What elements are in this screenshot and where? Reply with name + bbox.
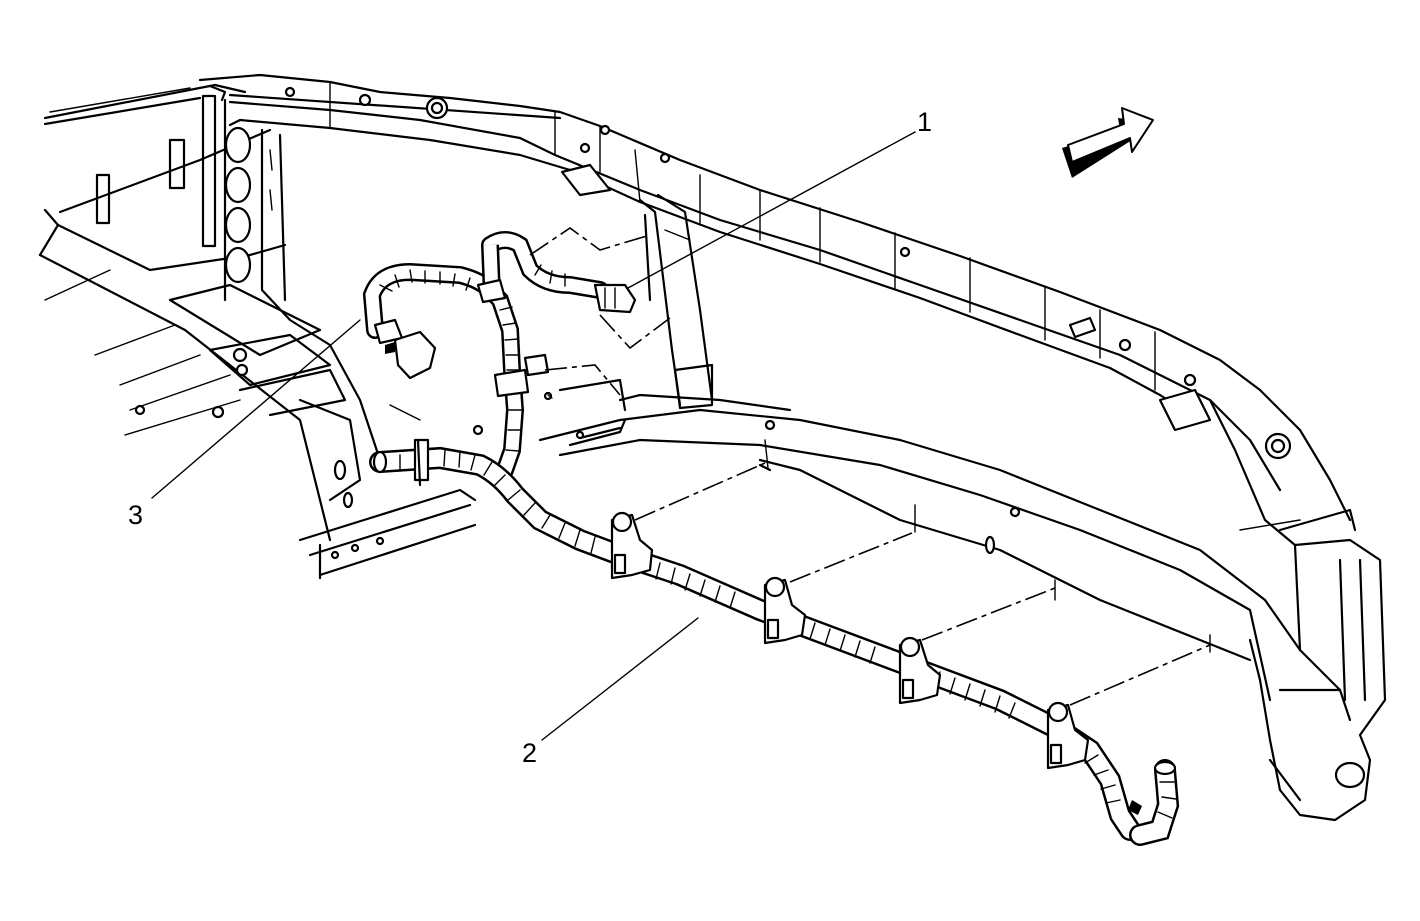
upper-support-bar [198,73,1352,522]
callout-leaders [151,131,916,741]
callout-2-leader [541,617,699,741]
lower-support-rail [472,378,1272,702]
center-upright [638,193,714,410]
front-direction-arrow-icon [1062,107,1154,178]
right-end-bracket [1208,398,1387,822]
callout-2-label: 2 [522,738,537,768]
lower-main-harness [369,438,1211,846]
callout-3-label: 3 [128,500,143,530]
upper-harness-branch [362,227,671,479]
left-body-panel [38,83,477,580]
callout-3-leader [151,319,361,499]
callout-1-label: 1 [917,107,932,137]
callout-1-leader [627,131,916,289]
